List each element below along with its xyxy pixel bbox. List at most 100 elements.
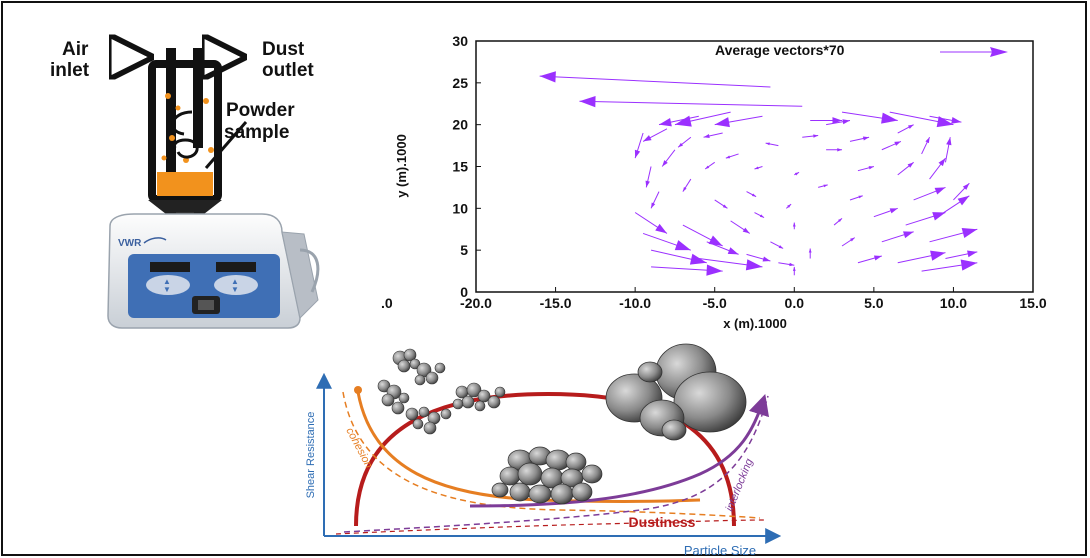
legend-label: Average vectors*70 [715, 42, 845, 58]
velocity-vector [818, 184, 828, 188]
interlocking-curve [469, 393, 770, 508]
velocity-vector [682, 224, 723, 247]
velocity-vector [794, 171, 800, 176]
velocity-vector [642, 232, 692, 251]
velocity-vector [857, 255, 882, 264]
y-tick-label: 15 [452, 159, 468, 175]
vector-field [539, 71, 978, 276]
velocity-vector [929, 115, 962, 124]
coarse-particle-cluster [605, 343, 747, 441]
cohesion-curve [356, 391, 701, 503]
outlet-tube [193, 48, 203, 148]
speed-button[interactable] [146, 275, 190, 295]
x-tick-label: -20.0 [460, 295, 492, 311]
velocity-vector [897, 124, 914, 134]
medium-particle-cluster [491, 446, 603, 505]
inlet-tube [166, 48, 176, 188]
powder-bed [157, 172, 213, 196]
x-tick-label: 5.0 [864, 295, 884, 311]
velocity-vector [953, 182, 970, 201]
velocity-vector [944, 137, 952, 163]
velocity-vector [754, 166, 763, 170]
velocity-vector [634, 132, 644, 159]
powder-sample-label: Powder [226, 100, 295, 121]
velocity-vector [897, 250, 946, 264]
velocity-vector [921, 259, 978, 272]
velocity-vector [650, 249, 707, 265]
velocity-vector [929, 228, 978, 243]
shear-resistance-label: Shear Resistance [305, 412, 317, 499]
y-tick-label: 0 [460, 284, 468, 300]
timer-button[interactable] [214, 275, 258, 295]
velocity-vector [881, 231, 914, 243]
velocity-vector [642, 128, 668, 142]
x-tick-label: -5.0 [703, 295, 727, 311]
x-tick-label: -15.0 [540, 295, 572, 311]
velocity-vector [661, 149, 676, 167]
velocity-vector [778, 262, 795, 267]
y-tick-label: 30 [452, 33, 468, 49]
velocity-vector [682, 178, 692, 192]
air-inlet-label-2: inlet [50, 60, 90, 81]
velocity-vector [810, 117, 843, 124]
velocity-vector [698, 258, 763, 271]
velocity-vector [703, 132, 723, 138]
velocity-vector [849, 195, 863, 201]
velocity-vector [706, 241, 739, 255]
y-tick-labels: 0 5 10 15 20 25 30 [452, 33, 481, 300]
velocity-vector [841, 237, 856, 247]
display-right [216, 262, 256, 272]
y-tick-label: 5 [460, 242, 468, 258]
vortex-cup [148, 200, 222, 214]
velocity-vector [881, 140, 902, 151]
velocity-vector [792, 222, 796, 230]
velocity-vector [714, 115, 763, 128]
velocity-vector [634, 212, 668, 234]
velocity-vector [765, 142, 779, 147]
svg-text:▼: ▼ [231, 285, 239, 294]
velocity-vector [770, 241, 784, 249]
velocity-vector [677, 136, 692, 148]
svg-text:▲: ▲ [231, 277, 239, 286]
velocity-vector [746, 191, 757, 198]
stray-tick-label: .0 [381, 295, 393, 311]
swirl-arrow-icon [171, 110, 193, 136]
velocity-vector [802, 134, 819, 138]
velocity-vector [539, 71, 771, 88]
pointer-line [204, 121, 248, 169]
velocity-vector [937, 195, 970, 218]
velocity-vector [897, 161, 914, 176]
y-tick-label: 10 [452, 200, 468, 216]
velocity-vector [841, 111, 898, 124]
y-tick-label: 25 [452, 75, 468, 91]
svg-text:▼: ▼ [163, 285, 171, 294]
velocity-vector [929, 157, 946, 180]
dustiness-label: Dustiness [629, 514, 696, 530]
velocity-vector [857, 166, 874, 172]
dust-outlet-label: Dust [262, 39, 305, 60]
velocity-vector [792, 266, 796, 276]
fine-particle-cluster [377, 348, 506, 435]
legend: Average vectors*70 [715, 42, 1008, 58]
velocity-vector [913, 186, 946, 201]
velocity-vector [746, 253, 771, 262]
dustiness-curve [354, 391, 736, 527]
cohesion-start-dot [354, 386, 362, 394]
velocity-vector [704, 161, 716, 170]
display-left [150, 262, 190, 272]
shear-resistance-diagram: Shear Resistance Particle Size cohesion … [305, 343, 782, 558]
velocity-vector [645, 166, 652, 188]
velocity-vector [785, 203, 792, 209]
velocity-vector [650, 191, 660, 209]
vortex-apparatus: Air inlet Dust outlet Powder sample VWR [50, 39, 320, 329]
velocity-vector [730, 220, 751, 234]
dust-outlet-label-2: outlet [262, 60, 314, 81]
velocity-vector [873, 207, 898, 218]
x-tick-label: 10.0 [940, 295, 967, 311]
y-tick-label: 20 [452, 117, 468, 133]
velocity-vector [826, 119, 851, 126]
